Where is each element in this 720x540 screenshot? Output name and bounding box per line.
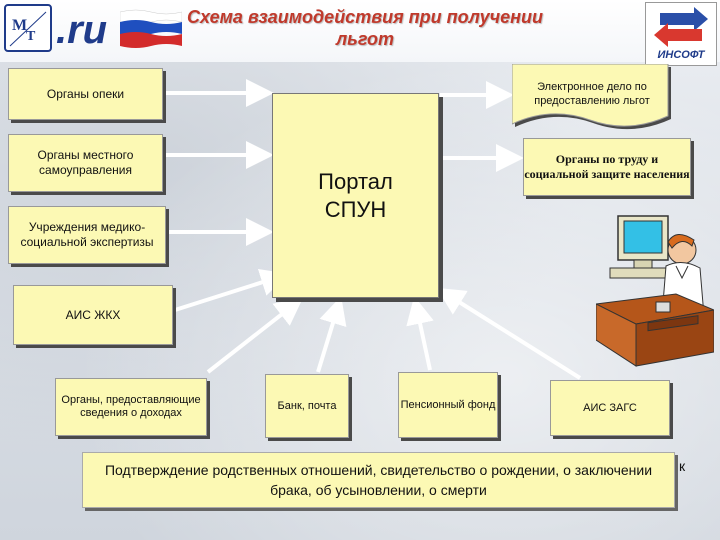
node-med-social-label: Учреждения медико-социальной экспертизы [20,220,154,249]
ru-logo-text: .ru [56,8,108,52]
insoft-logo-text: ИНСОФТ [657,49,705,61]
arrow-zhkh [174,268,289,312]
node-pension: Пенсионный фонд [398,372,498,438]
footer-note-text: Подтверждение родственных отношений, сви… [104,462,653,498]
node-income-orgs: Органы, предоставляющие сведения о доход… [55,378,207,436]
node-guardianship: Органы опеки [8,68,163,120]
node-local-gov-label: Органы местного самоуправления [37,148,134,177]
node-ais-zags: АИС ЗАГС [550,380,670,436]
node-e-case: Электронное дело по предоставлению льгот [512,64,672,132]
node-portal-label: Портал СПУН [318,168,393,222]
node-labor-social-label: Органы по труду и социальной защите насе… [524,152,690,181]
footer-overflow-char: к [679,458,686,474]
arrow-zags [436,287,582,380]
svg-text:T: T [26,29,36,44]
logo-mrt: M T [4,4,52,52]
logo-insoft: ИНСОФТ [645,2,717,66]
svg-text:M: M [12,17,27,34]
arrow-bank [316,296,347,373]
arrow-income [206,297,304,374]
node-income-orgs-label: Органы, предоставляющие сведения о доход… [61,394,201,419]
node-portal: Портал СПУН [272,93,439,298]
node-ais-zhkh-label: АИС ЖКХ [65,307,121,322]
node-bank-label: Банк, почта [277,399,337,412]
russian-flag [119,8,183,48]
clerk-at-computer-illustration [594,206,716,372]
node-e-case-label: Электронное дело по предоставлению льгот [534,81,650,107]
arrow-pension [406,296,434,371]
node-ais-zhkh: АИС ЖКХ [13,285,173,345]
node-guardianship-label: Органы опеки [46,86,125,101]
node-local-gov: Органы местного самоуправления [8,134,163,192]
node-pension-label: Пенсионный фонд [400,398,496,411]
node-ais-zags-label: АИС ЗАГС [583,401,637,414]
node-med-social: Учреждения медико-социальной экспертизы [8,206,166,264]
footer-note: Подтверждение родственных отношений, сви… [82,452,675,508]
page-title: Схема взаимодействия при получении льгот [187,7,543,49]
node-labor-social: Органы по труду и социальной защите насе… [523,138,691,196]
node-bank: Банк, почта [265,374,349,438]
